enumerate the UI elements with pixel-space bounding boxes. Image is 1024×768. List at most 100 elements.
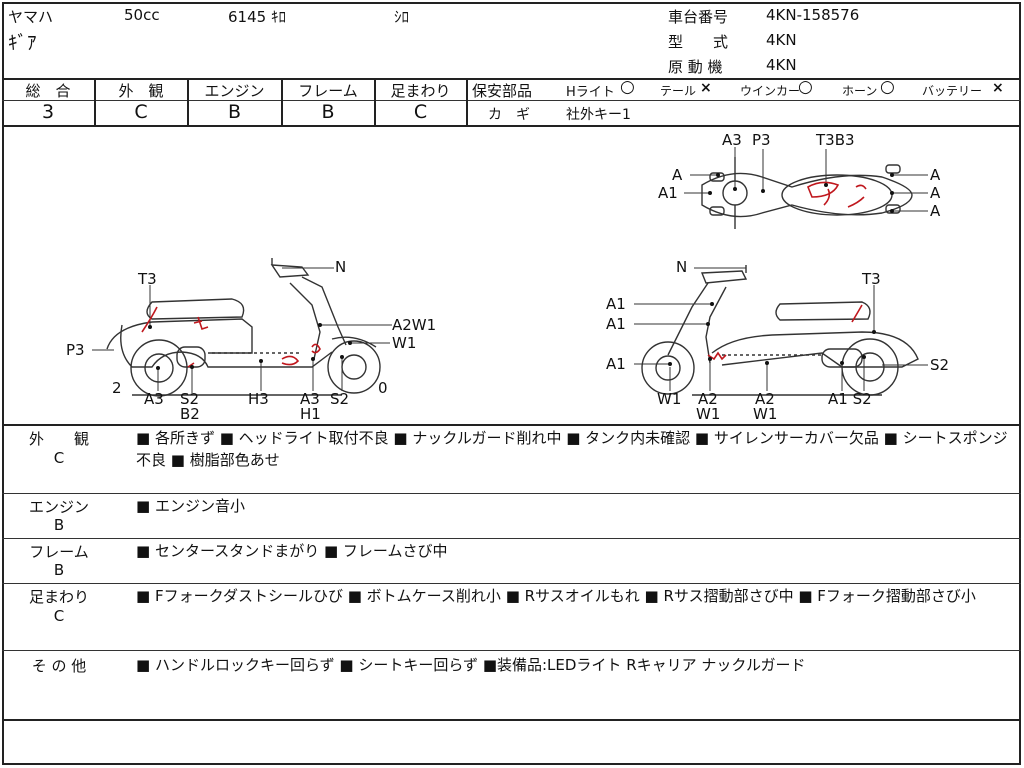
label-a2-right-1: A2 <box>698 390 718 408</box>
overall-grade-label: 総 合 <box>25 82 71 100</box>
overall-grade: 3 <box>41 101 55 123</box>
engine-code-label: 原 動 機 <box>668 58 723 76</box>
horn-label: ホーン <box>842 84 878 98</box>
label-a-top-right-3: A <box>930 202 941 220</box>
remarks-divider <box>2 538 1021 539</box>
label-n-left: N <box>335 258 346 276</box>
headlight-status: ○ <box>620 77 635 97</box>
model-name: ｷﾞｱ <box>8 32 37 54</box>
grade-table-top-border <box>2 78 1021 80</box>
suspension-grade: C <box>413 101 428 123</box>
label-w1-right-2: W1 <box>753 405 777 423</box>
grade-table-mid-line <box>2 100 467 101</box>
label-a-top-right-1: A <box>930 166 941 184</box>
label-a3-left: A3 <box>144 390 164 408</box>
scooter-top-view <box>701 157 913 229</box>
model-code: 4KN <box>766 31 797 49</box>
frame-grade-label: フレーム <box>298 82 358 100</box>
label-2-left: 2 <box>112 379 122 397</box>
section-other-label: そ の 他 <box>31 657 87 675</box>
label-w1-left: W1 <box>392 334 416 352</box>
marker-dots <box>148 173 894 370</box>
label-b2-left: B2 <box>180 405 200 423</box>
battery-status: × <box>992 80 1004 96</box>
exterior-grade-label: 外 観 <box>118 82 164 100</box>
label-s2-left-2: S2 <box>330 390 349 408</box>
section-engine-text: ■ エンジン音小 <box>136 497 245 515</box>
frame-number-label: 車台番号 <box>668 8 729 26</box>
label-a2w1-left: A2W1 <box>392 316 436 334</box>
battery-label: バッテリー <box>922 84 983 98</box>
damage-marks <box>141 181 867 368</box>
horn-status: ○ <box>880 77 895 97</box>
label-s2-right: S2 <box>930 356 949 374</box>
label-p3-left: P3 <box>66 341 85 359</box>
label-h3-left: H3 <box>248 390 269 408</box>
label-a3-top: A3 <box>722 131 742 149</box>
safety-parts-label: 保安部品 <box>472 82 533 100</box>
label-a-top-left: A <box>672 166 683 184</box>
label-a-top-right-2: A <box>930 184 941 202</box>
section-other-text: ■ ハンドルロックキー回らず ■ シートキー回らず ■装備品:LEDライト Rキ… <box>136 656 806 674</box>
scooter-right-side-view <box>641 265 919 396</box>
remarks-bottom-border <box>2 719 1021 721</box>
engine-grade-label: エンジン <box>204 82 265 100</box>
section-exterior-grade: C <box>53 449 65 467</box>
scooter-left-side-view <box>106 258 381 397</box>
label-s2-left: S2 <box>180 390 199 408</box>
mileage: 6145 ｷﾛ <box>228 8 286 26</box>
displacement: 50cc <box>124 6 160 24</box>
section-suspension-grade: C <box>53 607 65 625</box>
remarks-divider <box>2 650 1021 651</box>
body-color: ｼﾛ <box>394 8 410 26</box>
label-t3-left: T3 <box>137 270 157 288</box>
model-code-label: 型 式 <box>668 33 729 51</box>
grade-divider <box>466 78 468 125</box>
label-h1-left: H1 <box>300 405 321 423</box>
remarks-divider <box>2 493 1021 494</box>
label-p3-top: P3 <box>752 131 771 149</box>
damage-diagram: N T3 P3 A2W1 W1 2 0 A3 S2 B2 H3 A3 H1 S2… <box>66 131 949 423</box>
label-w1-right: W1 <box>657 390 681 408</box>
section-frame-grade: B <box>53 561 65 579</box>
key-value: 社外キー1 <box>566 107 631 123</box>
section-suspension-text: ■ Fフォークダストシールひび ■ ボトムケース削れ小 ■ Rサスオイルもれ ■… <box>136 587 976 605</box>
exterior-grade: C <box>134 101 148 123</box>
winker-label: ウインカー <box>740 84 801 98</box>
label-a1s2-right: A1 S2 <box>828 390 872 408</box>
grade-divider <box>374 78 376 125</box>
label-n-right: N <box>676 258 687 276</box>
label-a2-right-2: A2 <box>755 390 775 408</box>
section-engine-label: エンジン <box>28 498 89 516</box>
key-label: カ ギ <box>488 107 530 123</box>
winker-status: ○ <box>798 77 813 97</box>
label-a1-right-2: A1 <box>606 315 626 333</box>
label-a3-left-2: A3 <box>300 390 320 408</box>
frame-grade: B <box>321 101 335 123</box>
label-w1-right-1: W1 <box>696 405 720 423</box>
label-t3b3-top: T3B3 <box>815 131 855 149</box>
headlight-label: Hライト <box>566 85 615 100</box>
safety-mid-line <box>467 100 1021 101</box>
label-a1-right-1: A1 <box>606 295 626 313</box>
tail-status: × <box>700 80 712 96</box>
leader-lines <box>92 147 928 393</box>
label-t3-right: T3 <box>861 270 881 288</box>
grade-divider <box>94 78 96 125</box>
maker-name: ヤマハ <box>8 8 54 26</box>
frame-number: 4KN-158576 <box>766 6 860 24</box>
section-exterior-text: ■ 各所きず ■ ヘッドライト取付不良 ■ ナックルガード削れ中 ■ タンク内未… <box>136 429 1008 469</box>
grade-divider <box>187 78 189 125</box>
grade-divider <box>281 78 283 125</box>
remarks-divider <box>2 583 1021 584</box>
tail-label: テール <box>660 84 697 98</box>
label-0-left: 0 <box>378 379 388 397</box>
remarks-top-border <box>2 424 1021 426</box>
label-a1-top-left: A1 <box>658 184 678 202</box>
suspension-grade-label: 足まわり <box>390 82 451 100</box>
grade-table-bottom-border <box>2 125 1021 127</box>
section-frame-label: フレーム <box>29 543 89 561</box>
section-suspension-label: 足まわり <box>28 588 89 606</box>
section-exterior-label: 外 観 <box>28 430 89 448</box>
